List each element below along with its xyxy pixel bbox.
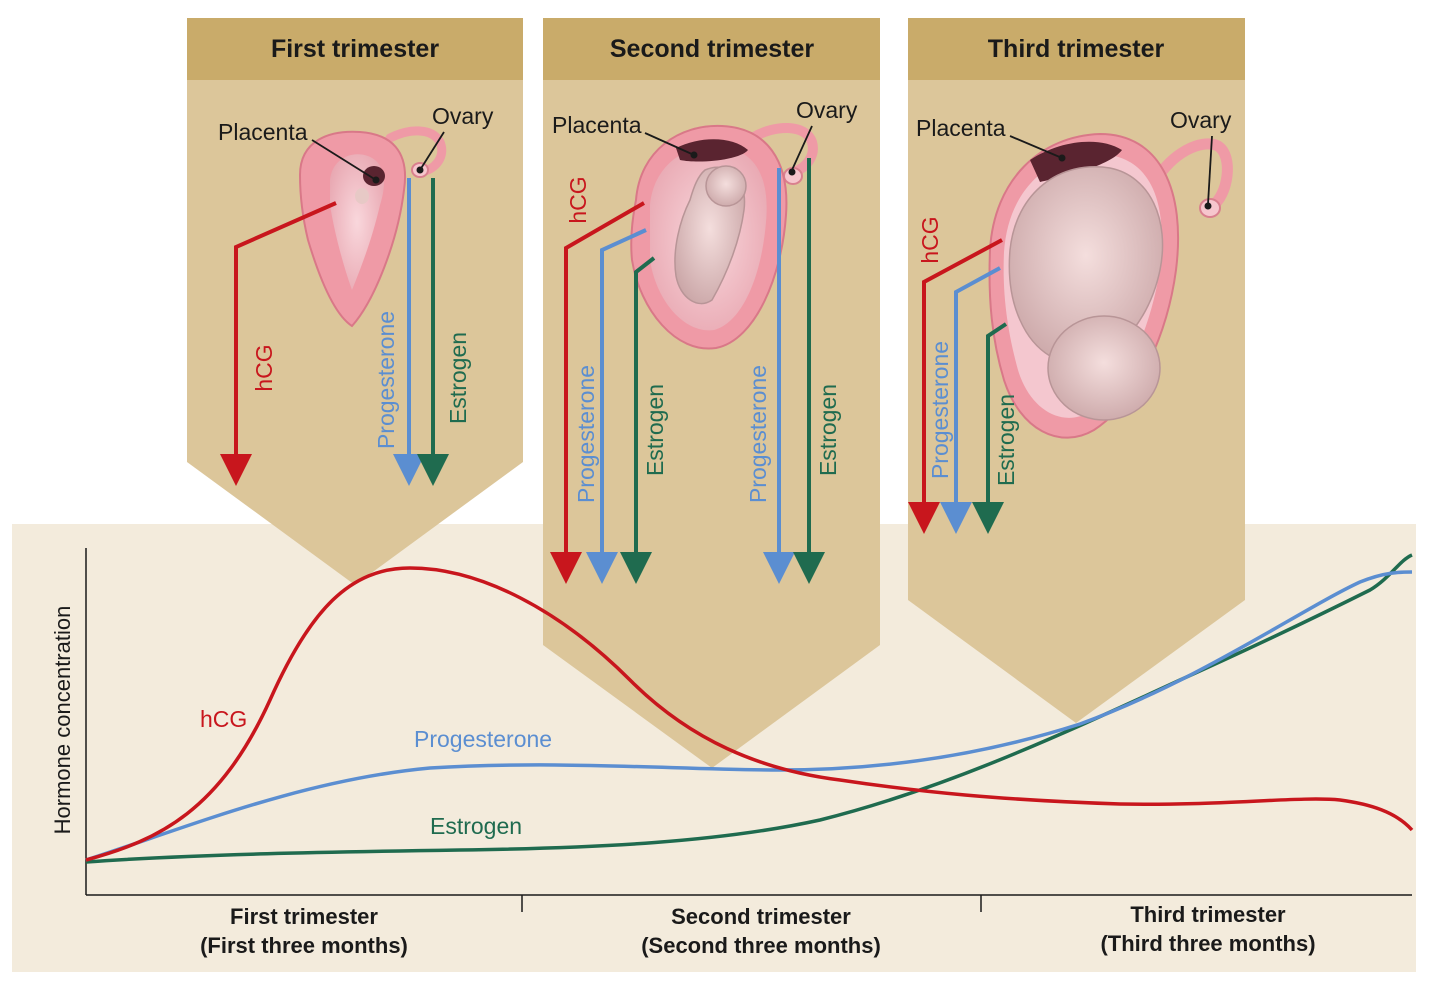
estrogen-curve (85, 553, 1413, 864)
ovary-label: Ovary (1170, 107, 1232, 133)
period-sublabel: (First three months) (200, 933, 408, 958)
progesterone-curve-label: Progesterone (414, 726, 552, 752)
panel-title: First trimester (271, 35, 439, 63)
progesterone-arrow-label: Progesterone (927, 341, 953, 479)
period-label: Third trimester (1130, 902, 1286, 927)
placenta-label: Placenta (218, 119, 308, 145)
uterus-illustration (630, 122, 818, 350)
hcg-arrow-label: hCG (251, 344, 277, 391)
hormone-graph: Hormone concentration hCG Progesterone E… (50, 548, 1414, 958)
estrogen-arrow-label: Estrogen (642, 384, 668, 476)
panel-first-trimester: First trimester Placenta Ovary hCG Proge… (187, 18, 523, 585)
hcg-arrow (550, 201, 645, 584)
uterus-illustration (988, 132, 1233, 439)
hcg-arrow (908, 238, 1003, 534)
progesterone-curve (85, 570, 1413, 862)
progesterone-arrow (940, 266, 1001, 534)
hcg-curve (85, 566, 1414, 862)
progesterone-arrow (586, 228, 647, 584)
placenta-label: Placenta (916, 115, 1006, 141)
progesterone-arrow-label: Progesterone (373, 311, 399, 449)
y-axis-label: Hormone concentration (50, 606, 75, 835)
estrogen-arrow (620, 256, 656, 584)
panel-title: Third trimester (988, 35, 1165, 63)
ovary-label: Ovary (432, 103, 494, 129)
ovary-label: Ovary (796, 97, 858, 123)
hcg-curve-label: hCG (200, 706, 247, 732)
period-label: Second trimester (671, 904, 851, 929)
estrogen-arrow (972, 322, 1008, 534)
estrogen-ovary-label: Estrogen (815, 384, 841, 476)
panel-title: Second trimester (610, 35, 815, 63)
hcg-arrow (220, 201, 337, 486)
estrogen-arrow-label: Estrogen (445, 332, 471, 424)
hcg-arrow-label: hCG (565, 176, 591, 223)
estrogen-arrow-label: Estrogen (993, 394, 1019, 486)
period-label: First trimester (230, 904, 378, 929)
panel-second-trimester: Second trimester Placenta Ovary hCG Prog… (543, 18, 880, 768)
hcg-arrow-label: hCG (917, 216, 943, 263)
placenta-label: Placenta (552, 112, 642, 138)
period-sublabel: (Third three months) (1100, 931, 1315, 956)
period-sublabel: (Second three months) (641, 933, 881, 958)
estrogen-curve-label: Estrogen (430, 813, 522, 839)
panel-third-trimester: Third trimester Placenta Ovary hCG Proge… (908, 18, 1245, 723)
progesterone-ovary-label: Progesterone (745, 365, 771, 503)
progesterone-arrow-label: Progesterone (573, 365, 599, 503)
